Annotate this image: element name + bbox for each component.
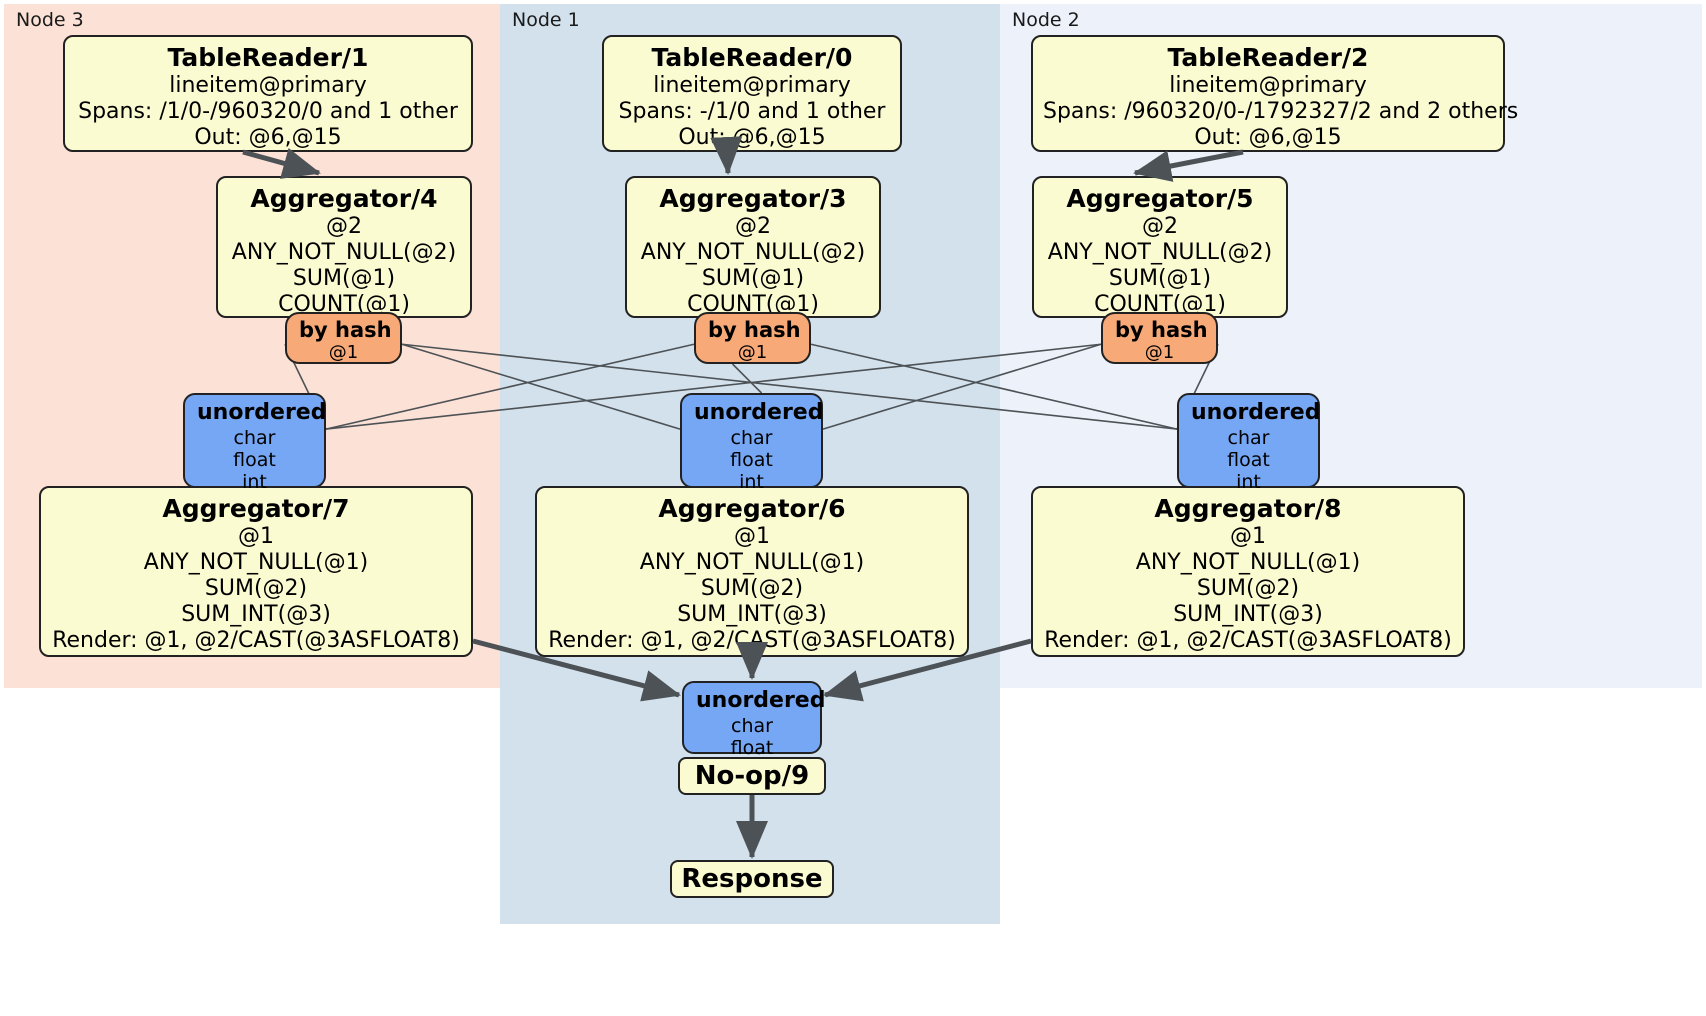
processor-detail-line: lineitem@primary [169,73,367,99]
processor-title: Aggregator/3 [659,184,847,213]
processor-detail-line: Spans: -/1/0 and 1 other [618,99,886,125]
processor-title: Aggregator/8 [1154,494,1342,523]
processor-detail-line: Out: @6,@15 [1194,125,1342,151]
processor-detail-line: lineitem@primary [653,73,851,99]
processor-title: TableReader/1 [167,43,369,72]
processor-title: Aggregator/5 [1066,184,1254,213]
receiver-type-line: char [233,426,276,449]
node-panel-label: Node 3 [16,9,84,31]
receiver-type-line: float [233,448,276,471]
processor-detail-line: Render: @1, @2/CAST(@3ASFLOAT8) [52,628,460,654]
router-byhash4[interactable]: by hash@1 [285,312,402,364]
terminal-response[interactable]: Response [670,860,834,898]
receiver-title: unordered [197,400,327,425]
receiver-title: unordered [1191,400,1321,425]
processor-detail-line: ANY_NOT_NULL(@2) [1047,240,1273,266]
processor-detail-line: @1 [734,524,770,550]
receiver-type-line: char [1227,426,1270,449]
processor-detail-line: Render: @1, @2/CAST(@3ASFLOAT8) [548,628,956,654]
processor-detail-line: ANY_NOT_NULL(@1) [639,550,865,576]
receiver-type-line: float [730,448,773,471]
processor-detail-line: SUM_INT(@3) [1173,602,1323,628]
processor-detail-line: SUM(@2) [700,576,804,602]
terminal-label: Response [681,863,823,894]
processor-title: Aggregator/7 [162,494,350,523]
receiver-type-line: char [731,714,773,737]
router-title: by hash [299,318,392,342]
terminal-label: No-op/9 [694,760,810,791]
processor-title: Aggregator/4 [250,184,438,213]
processor-detail-line: Spans: /960320/0-/1792327/2 and 2 others [1043,99,1519,125]
node-panel-label: Node 1 [512,9,580,31]
receiver-title: unordered [696,688,826,713]
processor-detail-line: @2 [735,214,771,240]
processor-detail-line: SUM(@1) [292,266,396,292]
router-detail-line: @1 [737,342,768,364]
processor-detail-line: @1 [1230,524,1266,550]
receiver-type-line: float [730,736,774,759]
processor-detail-line: ANY_NOT_NULL(@2) [640,240,866,266]
processor-title: TableReader/0 [651,43,853,72]
receiver-type-line: int [242,470,267,493]
receiver-type-line: float [1227,448,1270,471]
processor-detail-line: @2 [326,214,362,240]
processor-detail-line: SUM_INT(@3) [181,602,331,628]
processor-title: Aggregator/6 [658,494,846,523]
processor-detail-line: SUM(@1) [1108,266,1212,292]
terminal-noop9[interactable]: No-op/9 [678,757,826,795]
processor-detail-line: Out: @6,@15 [678,125,826,151]
router-byhash3[interactable]: by hash@1 [694,312,811,364]
processor-title: TableReader/2 [1167,43,1369,72]
processor-detail-line: SUM(@2) [204,576,308,602]
processor-detail-line: Out: @6,@15 [194,125,342,151]
router-detail-line: @1 [1144,342,1175,364]
processor-detail-line: Render: @1, @2/CAST(@3ASFLOAT8) [1044,628,1452,654]
router-byhash5[interactable]: by hash@1 [1101,312,1218,364]
processor-detail-line: SUM(@1) [701,266,805,292]
processor-detail-line: ANY_NOT_NULL(@2) [231,240,457,266]
processor-detail-line: ANY_NOT_NULL(@1) [1135,550,1361,576]
processor-detail-line: @2 [1142,214,1178,240]
processor-detail-line: ANY_NOT_NULL(@1) [143,550,369,576]
receiver-title: unordered [694,400,824,425]
node-panel-label: Node 2 [1012,9,1080,31]
processor-detail-line: SUM(@2) [1196,576,1300,602]
processor-detail-line: SUM_INT(@3) [677,602,827,628]
router-title: by hash [1115,318,1208,342]
processor-detail-line: lineitem@primary [1169,73,1367,99]
router-detail-line: @1 [328,342,359,364]
processor-detail-line: Spans: /1/0-/960320/0 and 1 other [78,99,458,125]
receiver-type-line: int [739,470,764,493]
router-title: by hash [708,318,801,342]
processor-detail-line: @1 [238,524,274,550]
receiver-type-line: int [1236,470,1261,493]
receiver-type-line: char [730,426,773,449]
